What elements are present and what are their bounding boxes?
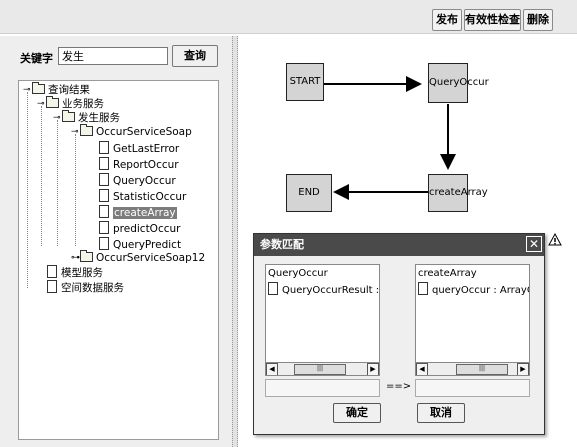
folder-icon — [62, 110, 75, 122]
collapse-toggle[interactable]: ⊸ — [37, 99, 45, 109]
tree-node-method[interactable]: GetLastError — [99, 141, 179, 155]
source-title: QueryOccur — [268, 268, 328, 279]
tree-node-occur-service[interactable]: 发生服务 — [62, 110, 120, 125]
horizontal-scrollbar[interactable]: ◀ ||| ▶ — [416, 362, 529, 375]
source-param-field[interactable] — [265, 379, 380, 397]
collapse-toggle[interactable]: ⊸ — [71, 127, 79, 137]
delete-button[interactable]: 删除 — [523, 9, 553, 31]
panel-splitter[interactable] — [232, 36, 238, 447]
target-param-item[interactable]: queryOccur : ArrayOfOccur — [418, 282, 529, 296]
flow-node-query-occur[interactable]: QueryOccur — [428, 63, 489, 103]
scroll-left-icon[interactable]: ◀ — [266, 363, 278, 375]
scroll-right-icon[interactable]: ▶ — [367, 363, 379, 375]
horizontal-scrollbar[interactable]: ◀ ||| ▶ — [266, 362, 379, 375]
tree-node-business[interactable]: 业务服务 — [46, 96, 104, 111]
scroll-thumb[interactable]: ||| — [456, 364, 508, 375]
tree-node-method[interactable]: QueryOccur — [99, 173, 176, 187]
keyword-label: 关键字 — [20, 52, 53, 65]
source-param-item[interactable]: QueryOccurResult : ArrayO — [268, 282, 379, 296]
scroll-left-icon[interactable]: ◀ — [416, 363, 428, 375]
warning-icon — [548, 233, 562, 246]
ok-button[interactable]: 确定 — [333, 403, 381, 423]
close-icon[interactable]: ✕ — [526, 236, 542, 252]
flow-node-end[interactable]: END — [286, 174, 332, 212]
collapse-toggle[interactable]: ⊸ — [23, 85, 31, 95]
document-icon — [99, 173, 109, 186]
target-param-list[interactable]: createArray queryOccur : ArrayOfOccur ◀ … — [415, 264, 530, 376]
publish-button[interactable]: 发布 — [432, 9, 462, 31]
dialog-title: 参数匹配 — [254, 234, 544, 256]
document-icon — [99, 141, 109, 154]
keyword-input[interactable] — [58, 47, 168, 65]
expand-toggle[interactable]: ⊶ — [71, 253, 80, 263]
scroll-thumb[interactable]: ||| — [294, 364, 346, 375]
validate-button[interactable]: 有效性检查 — [464, 9, 521, 31]
source-param-list[interactable]: QueryOccur QueryOccurResult : ArrayO ◀ |… — [265, 264, 380, 376]
folder-icon — [32, 82, 45, 94]
document-icon — [99, 157, 109, 170]
document-icon — [268, 282, 278, 295]
tree-node-soap12[interactable]: OccurServiceSoap12 — [80, 250, 205, 265]
document-icon — [99, 205, 109, 218]
tree-node-method[interactable]: StatisticOccur — [99, 189, 186, 203]
tree-node-method[interactable]: QueryPredict — [99, 237, 181, 251]
result-tree: ⊸ 查询结果 ⊸ 业务服务 ⊸ 发生服务 ⊸ OccurServiceSoap … — [18, 80, 219, 440]
folder-icon — [80, 250, 93, 262]
document-icon — [47, 265, 57, 278]
cancel-button[interactable]: 取消 — [417, 403, 465, 423]
document-icon — [418, 282, 428, 295]
folder-icon — [46, 96, 59, 108]
query-button[interactable]: 查询 — [172, 45, 218, 67]
folder-icon — [80, 124, 93, 136]
target-param-field[interactable] — [415, 379, 530, 397]
collapse-toggle[interactable]: ⊸ — [53, 113, 61, 123]
tree-node-root[interactable]: 查询结果 — [32, 82, 90, 97]
flow-node-create-array[interactable]: createArray — [428, 174, 488, 212]
tree-node-soap[interactable]: OccurServiceSoap — [80, 124, 192, 139]
flow-node-start[interactable]: START — [286, 63, 324, 101]
tree-node-method[interactable]: predictOccur — [99, 221, 180, 235]
target-title: createArray — [418, 268, 477, 279]
scroll-right-icon[interactable]: ▶ — [517, 363, 529, 375]
mapping-arrow: ==> — [386, 381, 412, 392]
tree-node-method[interactable]: ReportOccur — [99, 157, 179, 171]
tree-node-spatial[interactable]: 空间数据服务 — [47, 280, 124, 294]
tree-node-model[interactable]: 模型服务 — [47, 265, 103, 279]
document-icon — [99, 189, 109, 202]
document-icon — [99, 237, 109, 250]
tree-node-method-selected[interactable]: createArray — [99, 205, 177, 219]
flow-canvas — [324, 76, 456, 200]
document-icon — [47, 280, 57, 293]
document-icon — [99, 221, 109, 234]
